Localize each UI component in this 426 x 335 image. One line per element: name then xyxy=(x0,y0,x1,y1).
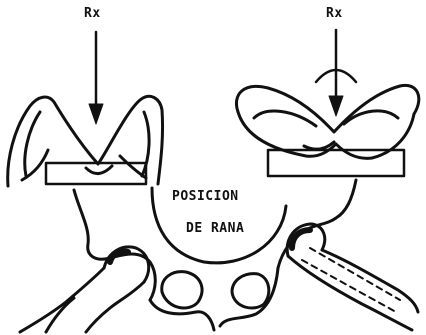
caption-line-1: POSICION xyxy=(172,189,239,204)
right-xray-label: Rx xyxy=(326,6,343,21)
left-xray-arrow xyxy=(89,32,103,124)
right-femur xyxy=(287,224,418,330)
right-patient-legs xyxy=(236,85,418,158)
caption-line-2: DE RANA xyxy=(186,221,244,236)
left-patient-legs xyxy=(8,96,163,186)
right-xray-arrow xyxy=(316,30,356,116)
left-xray-label: Rx xyxy=(84,6,101,21)
left-femur xyxy=(20,247,149,332)
